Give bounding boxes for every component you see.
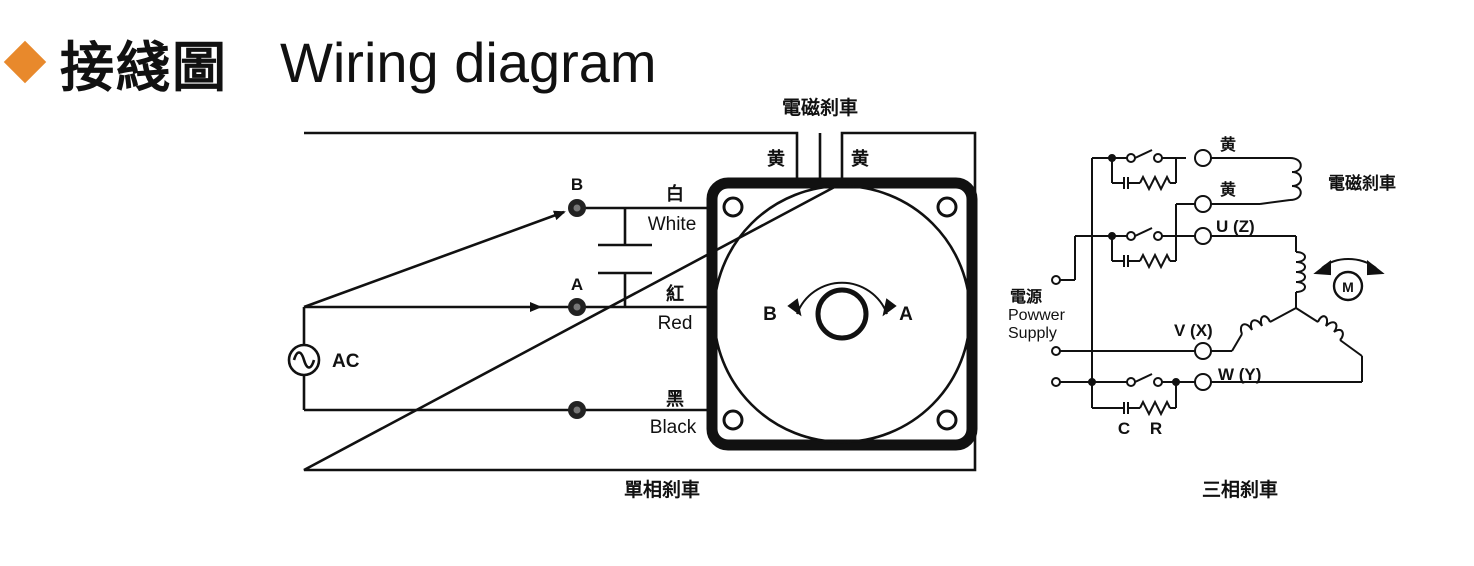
title-en: Wiring diagram	[280, 30, 657, 94]
c-label: C	[1118, 419, 1130, 438]
motor-rotor	[712, 184, 972, 444]
power-zh: 電源	[1010, 287, 1042, 306]
single-phase-caption: 單相刹車	[624, 478, 700, 501]
w-label: W (Y)	[1218, 365, 1261, 384]
header: 接綫圖 Wiring diagram	[0, 22, 657, 102]
white-zh: 白	[666, 183, 684, 205]
brake-coil	[1289, 157, 1302, 201]
white-en: White	[648, 214, 697, 235]
brake-wire-right: 黄	[851, 148, 869, 170]
switch-blade	[303, 210, 566, 309]
motor-body	[706, 177, 978, 451]
rotation-b-label: B	[763, 304, 777, 325]
brake-label: 電磁刹車	[782, 96, 858, 119]
terminal-b-label: B	[571, 175, 583, 194]
three-phase-brake-label: 電磁刹車	[1328, 173, 1396, 194]
black-zh: 黑	[666, 389, 684, 410]
motor-symbol-icon	[1332, 270, 1364, 302]
winding-w	[1317, 315, 1344, 341]
rotation-arc	[796, 281, 888, 315]
single-phase-diagram	[302, 131, 977, 472]
three-phase-caption: 三相刹車	[1202, 478, 1278, 501]
title-zh: 接綫圖	[60, 35, 228, 99]
winding-u	[1295, 251, 1306, 293]
r-label: R	[1150, 419, 1162, 438]
brake-wire-left: 黄	[767, 148, 785, 170]
black-en: Black	[650, 417, 697, 438]
terminals	[568, 199, 586, 419]
winding-v	[1240, 315, 1271, 335]
mounting-hole	[722, 196, 744, 218]
red-zh: 紅	[666, 283, 684, 305]
v-label: V (X)	[1174, 321, 1213, 340]
rotation-a-label: A	[899, 304, 913, 325]
power-en-1: Powwer	[1008, 307, 1066, 324]
three-phase-diagram	[1051, 149, 1385, 417]
mounting-hole	[936, 409, 958, 431]
terminal-a-label: A	[571, 275, 583, 294]
motor-shaft	[815, 287, 869, 341]
mounting-hole	[722, 409, 744, 431]
ac-source-icon	[287, 343, 321, 377]
u-label: U (Z)	[1216, 217, 1255, 236]
red-en: Red	[658, 313, 693, 334]
mounting-hole	[936, 196, 958, 218]
ac-label: AC	[332, 351, 360, 372]
yellow-mid-label: 黄	[1220, 180, 1236, 199]
power-en-2: Supply	[1008, 325, 1057, 342]
motor-label: M	[1342, 279, 1354, 295]
yellow-top-label: 黄	[1220, 135, 1236, 154]
